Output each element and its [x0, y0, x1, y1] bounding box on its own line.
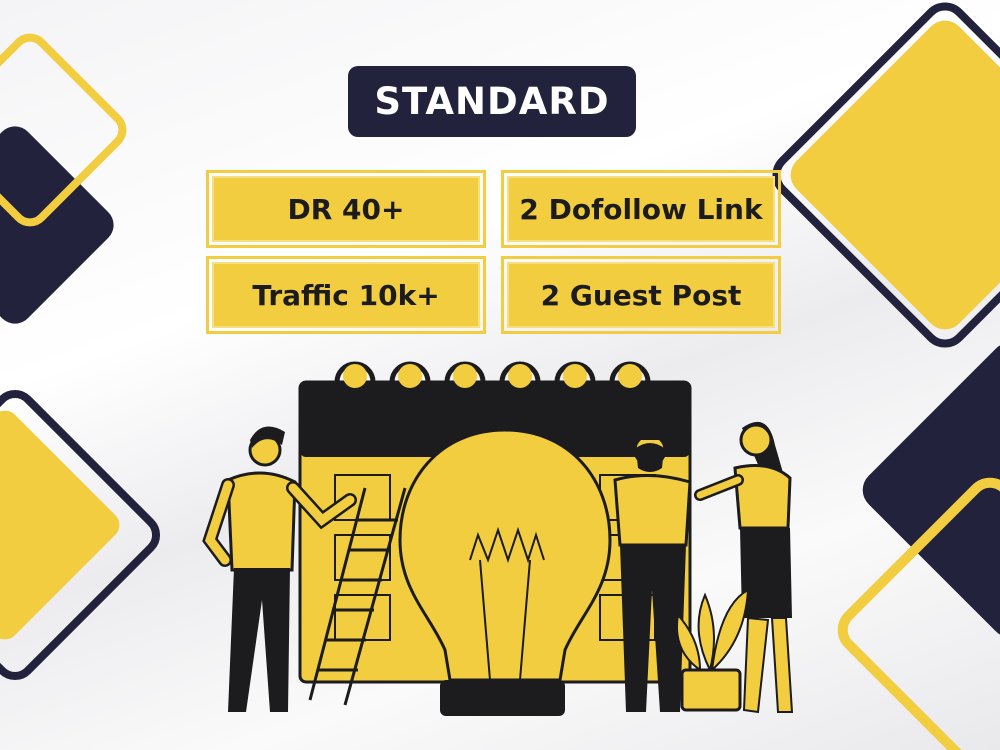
feature-tag-dr: DR 40+ [206, 170, 486, 248]
feature-tag-traffic: Traffic 10k+ [206, 256, 486, 334]
feature-label: DR 40+ [287, 192, 405, 226]
person-left-icon [202, 426, 357, 712]
ladder-icon [308, 487, 407, 706]
person-middle-icon [613, 432, 692, 712]
feature-tag-dofollow: 2 Dofollow Link [501, 170, 781, 248]
decor-bottom-left [0, 389, 161, 681]
decor-top-right [772, 2, 1000, 348]
feature-label: Traffic 10k+ [252, 278, 440, 312]
decor-bottom-right [837, 342, 1000, 750]
decor-top-left [0, 33, 127, 324]
lightbulb-icon [398, 428, 612, 716]
feature-label: 2 Guest Post [540, 278, 742, 312]
plan-title: STANDARD [374, 80, 610, 123]
feature-label: 2 Dofollow Link [519, 192, 763, 226]
person-right-icon [694, 421, 794, 714]
plant-icon [676, 588, 750, 712]
plan-title-badge: STANDARD [348, 66, 636, 137]
feature-tag-guest: 2 Guest Post [501, 256, 781, 334]
